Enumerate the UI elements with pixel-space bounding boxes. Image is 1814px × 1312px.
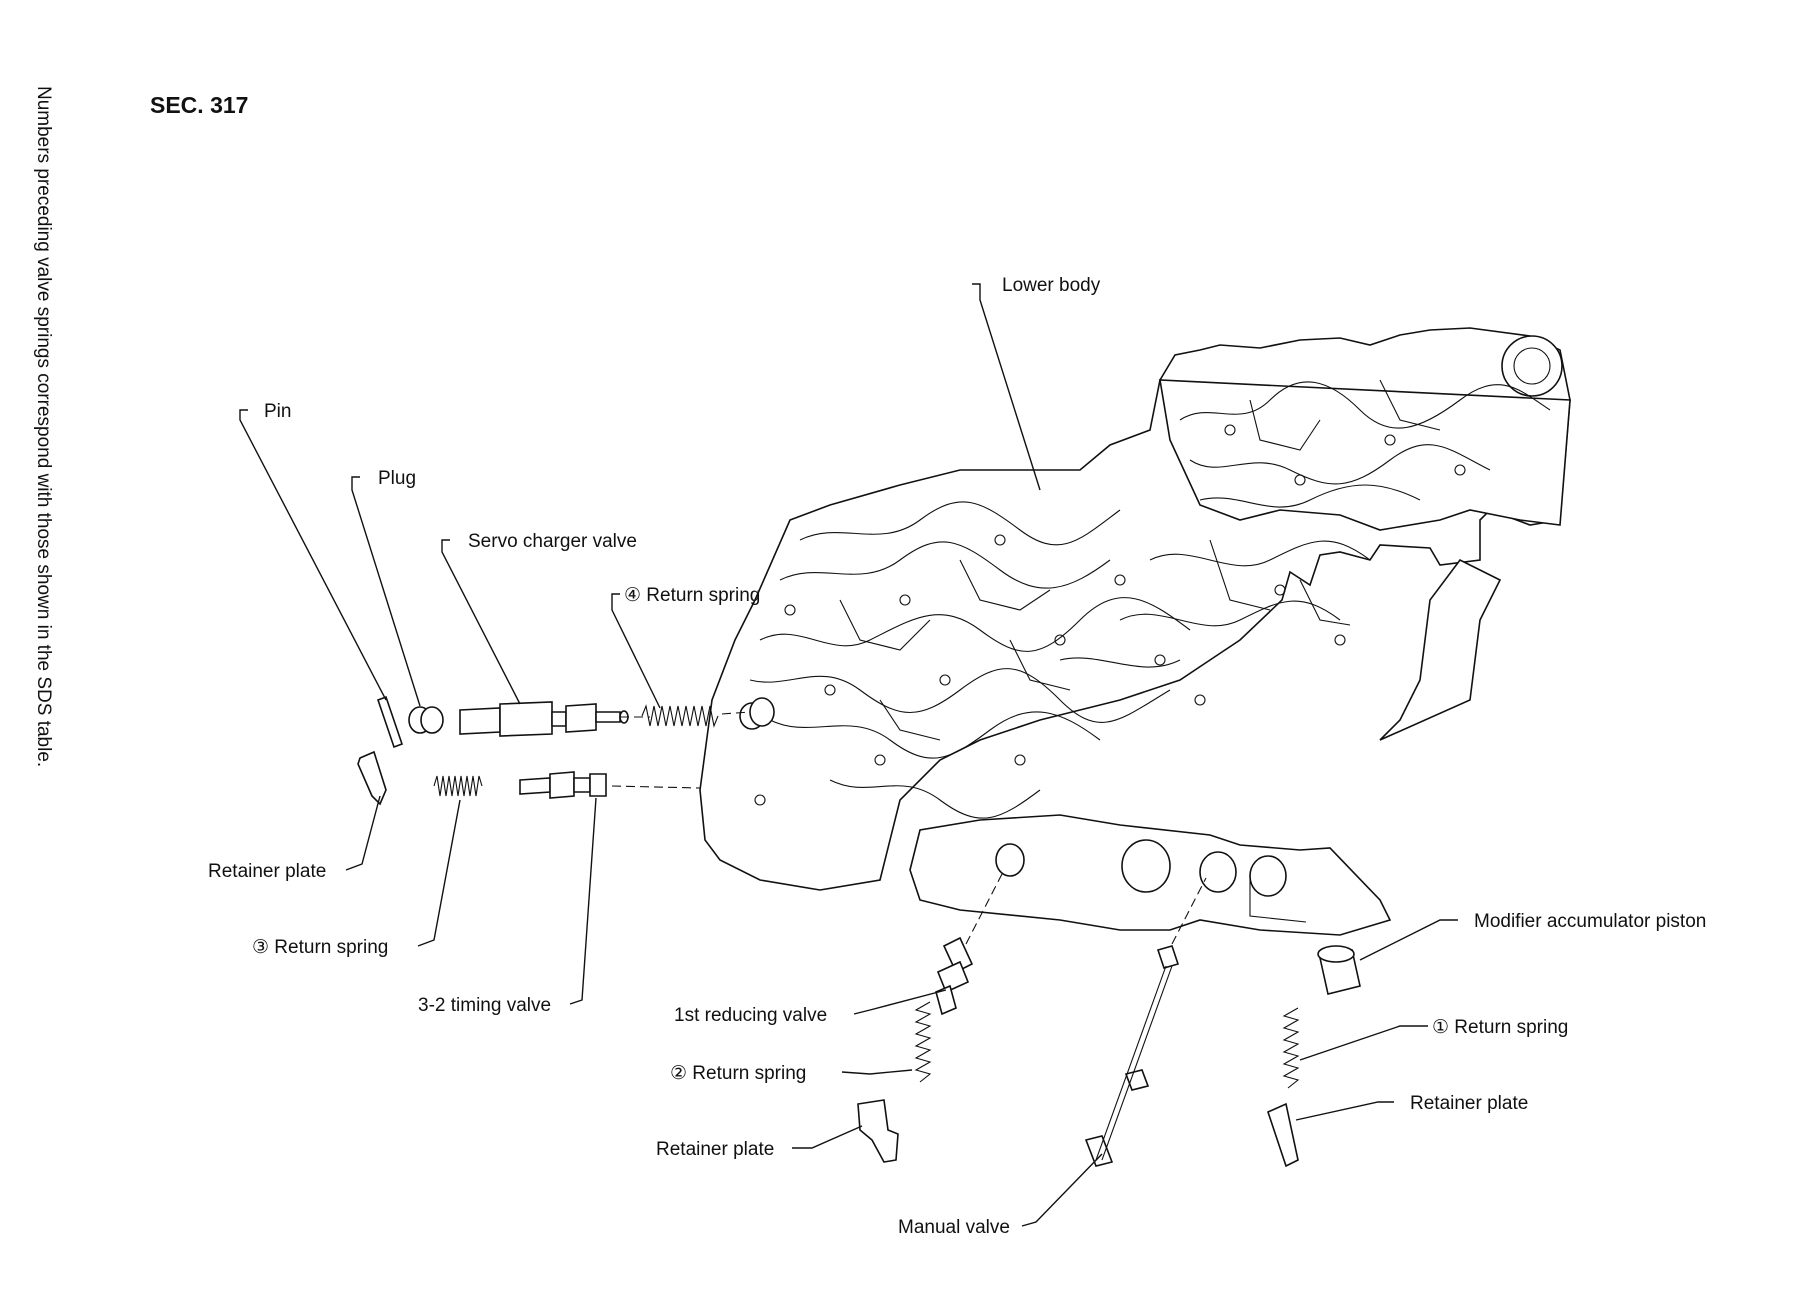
timing-valve-32-part [519,771,701,799]
label-servo-charger-valve: Servo charger valve [468,531,637,552]
return-spring-1-part [1282,1007,1300,1089]
label-retainer-plate-right: Retainer plate [1410,1093,1528,1114]
label-lower-body: Lower body [1002,275,1101,296]
label-return-spring-3: ③ Return spring [252,937,388,958]
modifier-accumulator-piston-part [1249,876,1361,995]
lower-body-part [699,327,1571,936]
first-reducing-valve-part [935,873,1003,1016]
label-retainer-plate-left: Retainer plate [208,861,326,882]
label-return-spring-2: ② Return spring [670,1063,806,1084]
retainer-plate-right-part [1267,1102,1299,1168]
return-spring-4-part [620,697,775,728]
return-spring-2-part [914,1001,932,1083]
section-number: SEC. 317 [150,92,248,118]
label-first-reducing-valve: 1st reducing valve [674,1005,827,1026]
manual-valve-part [1084,877,1207,1167]
return-spring-3-part [433,775,483,797]
plug-part [408,706,444,734]
label-pin: Pin [264,401,291,422]
label-modifier-accumulator-piston: Modifier accumulator piston [1474,911,1706,932]
retainer-plate-bottom-part [857,1099,899,1163]
label-retainer-plate-bottom: Retainer plate [656,1139,774,1160]
label-plug: Plug [378,468,416,489]
label-timing-valve-32: 3-2 timing valve [418,995,551,1016]
retainer-plate-left-part [357,750,387,806]
label-return-spring-4: ④ Return spring [624,585,760,606]
label-manual-valve: Manual valve [898,1217,1010,1238]
servo-charger-valve-part [459,701,629,737]
pin-part [376,695,404,749]
leader-lines [239,283,1458,1227]
side-note: Numbers preceding valve springs correspo… [33,86,54,767]
label-return-spring-1: ① Return spring [1432,1017,1568,1038]
